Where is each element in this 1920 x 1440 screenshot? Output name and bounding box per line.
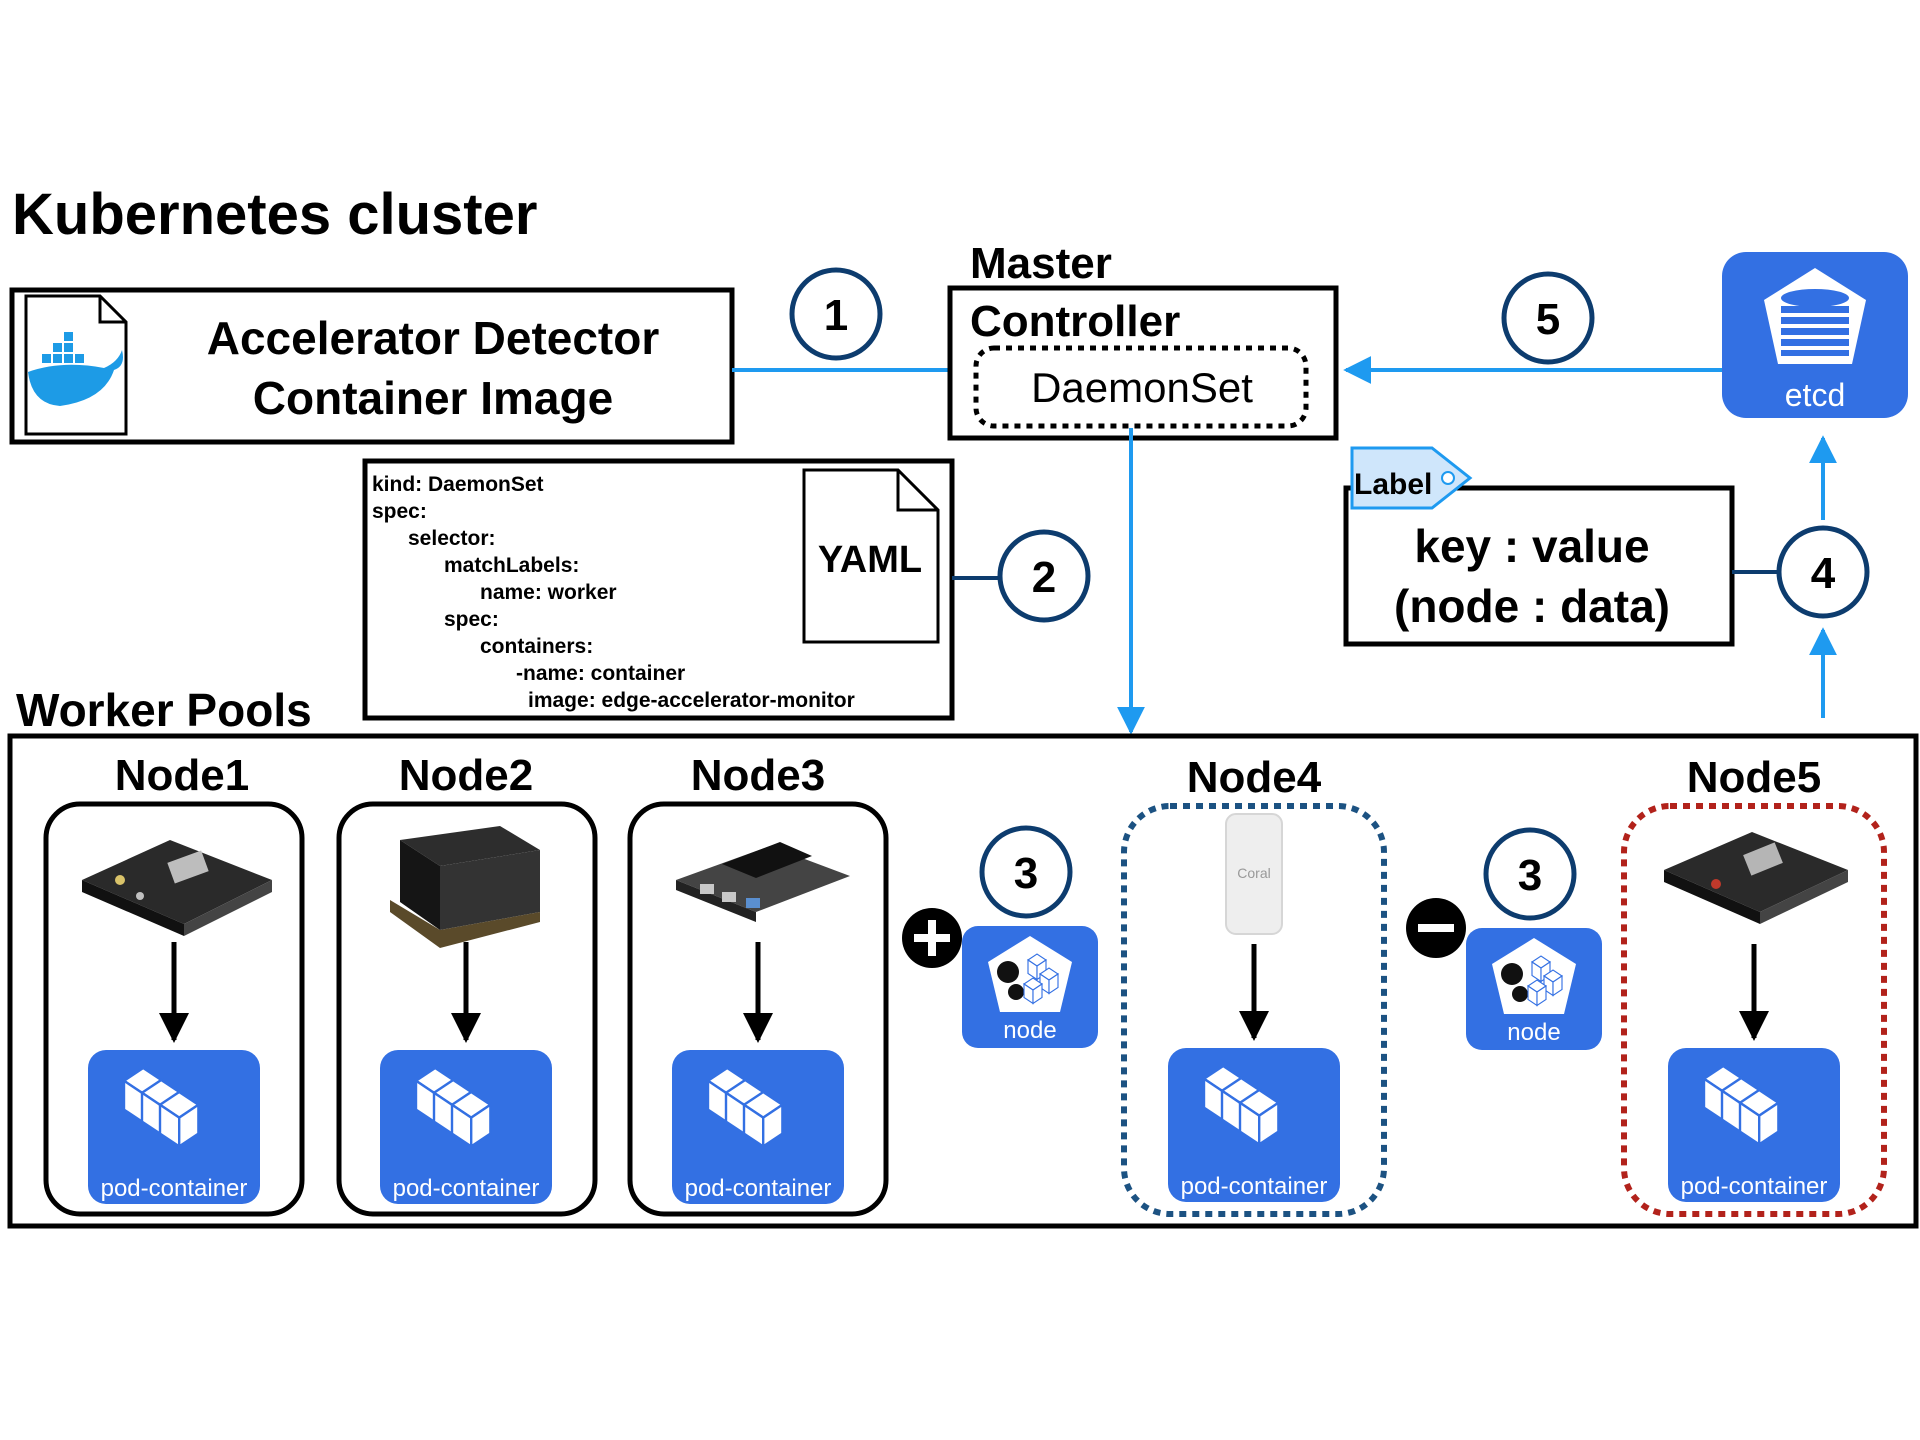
yaml-line: matchLabels:	[444, 554, 579, 577]
svg-text:5: 5	[1536, 295, 1560, 344]
yaml-file-label: YAML	[818, 539, 922, 581]
label-tag-text: Label	[1354, 468, 1432, 501]
coral-text: Coral	[1237, 865, 1270, 881]
controller-box: Controller DaemonSet	[947, 285, 1339, 441]
node-name: Node3	[691, 751, 825, 800]
step-2-circle: 2	[997, 529, 1091, 623]
pod-label: pod-container	[101, 1175, 248, 1202]
device-board-icon	[82, 840, 272, 936]
label-tag-icon: Label	[1350, 446, 1473, 510]
step-3b-circle: 3	[1483, 827, 1577, 921]
node-5: Node5 pod-container	[1621, 753, 1887, 1217]
node-4: Node4 Coral pod-container	[1121, 753, 1387, 1217]
image-title-line1: Accelerator Detector	[207, 312, 660, 364]
yaml-box: kind: DaemonSet spec: selector: matchLab…	[362, 458, 955, 721]
add-node-group: 3 node	[902, 825, 1098, 1048]
svg-text:4: 4	[1811, 549, 1836, 598]
pod-label: pod-container	[685, 1175, 832, 1202]
coral-device-icon: Coral	[1225, 813, 1283, 935]
yaml-line: kind: DaemonSet	[372, 473, 544, 496]
node-name: Node5	[1687, 753, 1821, 802]
step-3a-circle: 3	[979, 825, 1073, 919]
label-node-data: (node : data)	[1394, 580, 1670, 632]
node-icon-label: node	[1003, 1017, 1056, 1044]
svg-text:3: 3	[1014, 849, 1038, 898]
plus-icon	[902, 908, 962, 968]
docker-icon	[24, 294, 128, 436]
controller-label: Controller	[970, 297, 1180, 346]
svg-text:2: 2	[1032, 553, 1056, 602]
svg-text:3: 3	[1518, 851, 1542, 900]
node-3: Node3 pod-container	[627, 751, 889, 1217]
yaml-line: name: worker	[480, 581, 617, 604]
node-icon: node	[962, 926, 1098, 1048]
node-icon-label: node	[1507, 1019, 1560, 1046]
node-icon: node	[1466, 928, 1602, 1050]
device-board-icon	[1664, 832, 1848, 924]
container-image-box: Accelerator Detector Container Image	[9, 287, 735, 445]
pod-label: pod-container	[393, 1175, 540, 1202]
device-module-icon	[390, 826, 540, 948]
master-label: Master	[970, 239, 1112, 288]
device-nano-icon	[676, 842, 850, 922]
yaml-line: selector:	[408, 527, 496, 550]
yaml-line: -name: container	[516, 662, 685, 685]
node-name: Node4	[1187, 753, 1322, 802]
daemonset-box	[973, 345, 1309, 429]
node-name: Node1	[115, 751, 249, 800]
label-box: key : value (node : data)	[1343, 485, 1735, 647]
document-icon	[802, 468, 940, 644]
yaml-line: image: edge-accelerator-monitor	[528, 689, 855, 712]
etcd-label: etcd	[1785, 377, 1845, 413]
node-2: Node2 pod-container	[336, 751, 598, 1217]
yaml-line: spec:	[444, 608, 499, 631]
svg-text:1: 1	[824, 291, 848, 340]
yaml-line: containers:	[480, 635, 593, 658]
node-name: Node2	[399, 751, 533, 800]
step-1-circle: 1	[789, 267, 883, 361]
pod-label: pod-container	[1181, 1173, 1328, 1200]
worker-pools-box	[7, 733, 1919, 1229]
yaml-line: spec:	[372, 500, 427, 523]
diagram-title: Kubernetes cluster	[12, 182, 537, 247]
etcd-icon: etcd	[1722, 252, 1908, 418]
daemonset-label: DaemonSet	[1031, 364, 1253, 411]
step-5-circle: 5	[1501, 271, 1595, 365]
node-1: Node1 pod-container	[43, 751, 305, 1217]
step-4-circle: 4	[1776, 525, 1870, 619]
pod-label: pod-container	[1681, 1173, 1828, 1200]
remove-node-group: 3 node	[1406, 827, 1602, 1050]
image-title-line2: Container Image	[253, 372, 613, 424]
minus-icon	[1406, 898, 1466, 958]
worker-pools-label: Worker Pools	[16, 684, 312, 736]
label-key-value: key : value	[1414, 520, 1649, 572]
